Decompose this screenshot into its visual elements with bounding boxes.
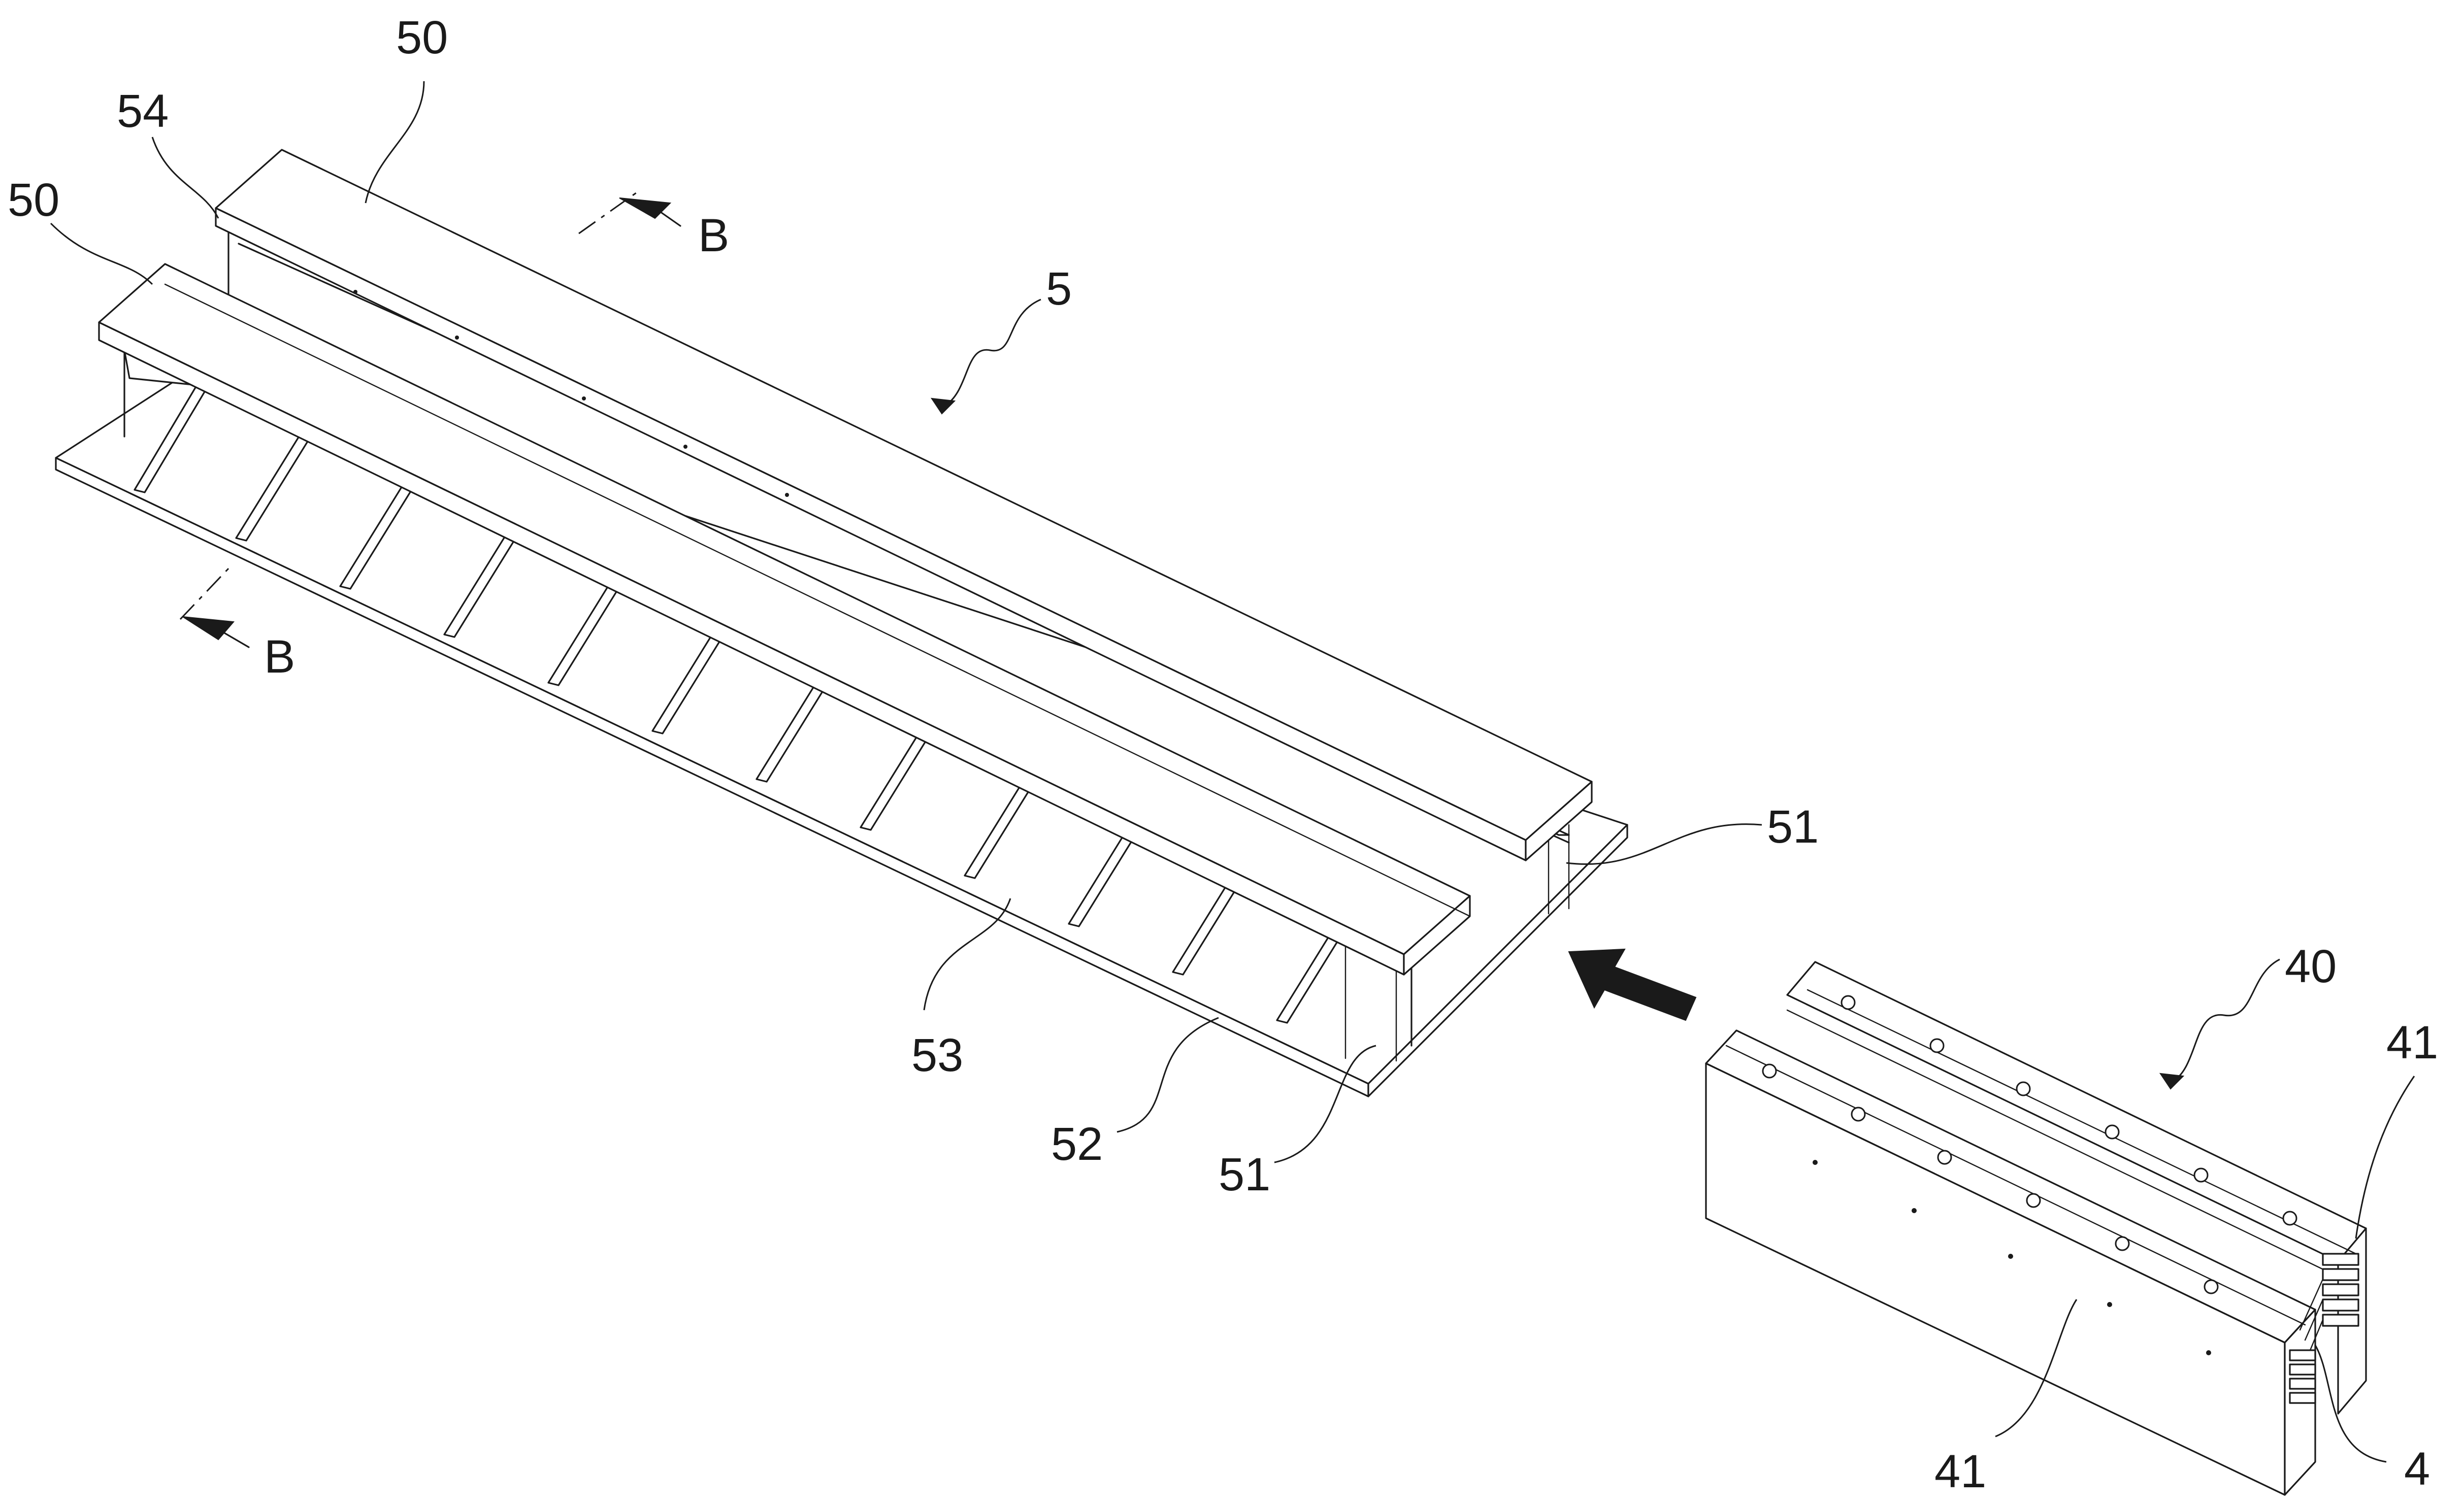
bolt-hole [2017, 1082, 2030, 1095]
label-41-bottom: 41 [1934, 1446, 1986, 1497]
leader-40 [2173, 959, 2280, 1081]
face-dot [2206, 1350, 2211, 1355]
bolt-hole [2106, 1125, 2119, 1139]
leader-50-left [51, 223, 152, 284]
face-dot [2107, 1302, 2112, 1307]
leader-40-arrow [2160, 1074, 2183, 1089]
section-dash-bottom [180, 569, 228, 619]
coil-turn [2323, 1284, 2358, 1295]
section-arrow-top-shaft [655, 208, 680, 226]
weld-dot [455, 336, 459, 340]
bolt-hole [1938, 1151, 1951, 1164]
bolt-hole [1930, 1039, 1944, 1052]
label-b-bottom: B [264, 631, 295, 683]
leader-41-right [2356, 1076, 2414, 1239]
label-4: 4 [2404, 1443, 2430, 1495]
label-54: 54 [117, 85, 169, 137]
bolt-hole [1852, 1108, 1865, 1121]
section-arrow-bottom [183, 617, 234, 640]
label-40: 40 [2285, 941, 2337, 992]
section-arrow-top [619, 198, 670, 218]
coil-turn [2290, 1379, 2315, 1389]
bolt-hole [2116, 1237, 2129, 1250]
label-51-bottom: 51 [1219, 1149, 1270, 1200]
label-53: 53 [911, 1029, 963, 1081]
label-50-left: 50 [8, 174, 59, 226]
label-b-top: B [698, 210, 729, 261]
weld-dot [785, 493, 789, 497]
bolt-hole [1763, 1064, 1776, 1078]
weld-dot [582, 396, 586, 400]
face-dot [1813, 1160, 1818, 1165]
leader-52 [1117, 1018, 1219, 1132]
coil-block-40 [1706, 962, 2366, 1495]
insertion-arrow [1569, 949, 1696, 1020]
coil-turn [2290, 1350, 2315, 1360]
weld-dot [683, 445, 687, 449]
coil-turn [2323, 1299, 2358, 1311]
label-50-top: 50 [396, 12, 448, 63]
frame-assembly-5 [56, 150, 1627, 1096]
label-5: 5 [1046, 263, 1072, 315]
face-dot [2008, 1254, 2013, 1259]
label-52: 52 [1051, 1118, 1103, 1170]
bolt-hole [1842, 996, 1855, 1009]
leader-54 [152, 137, 218, 218]
leader-50-top [366, 81, 424, 203]
coil-turn [2290, 1393, 2315, 1403]
section-arrow-bottom-shaft [218, 629, 249, 647]
bolt-hole [2027, 1194, 2040, 1207]
bolt-hole [2194, 1168, 2208, 1182]
label-51-right: 51 [1767, 801, 1819, 853]
section-dash-top [579, 190, 640, 233]
weld-dot [353, 290, 357, 294]
leader-5-arrow [932, 398, 955, 414]
beam-50-front-top [99, 264, 1470, 954]
coil-turn [2290, 1364, 2315, 1375]
coil-turn [2323, 1315, 2358, 1326]
label-41-right: 41 [2386, 1017, 2438, 1068]
coil-turn [2323, 1254, 2358, 1265]
bolt-hole [2283, 1212, 2296, 1225]
face-dot [1912, 1208, 1917, 1213]
leader-5 [944, 299, 1041, 406]
bolt-hole [2205, 1280, 2218, 1293]
coil-turn [2323, 1269, 2358, 1280]
